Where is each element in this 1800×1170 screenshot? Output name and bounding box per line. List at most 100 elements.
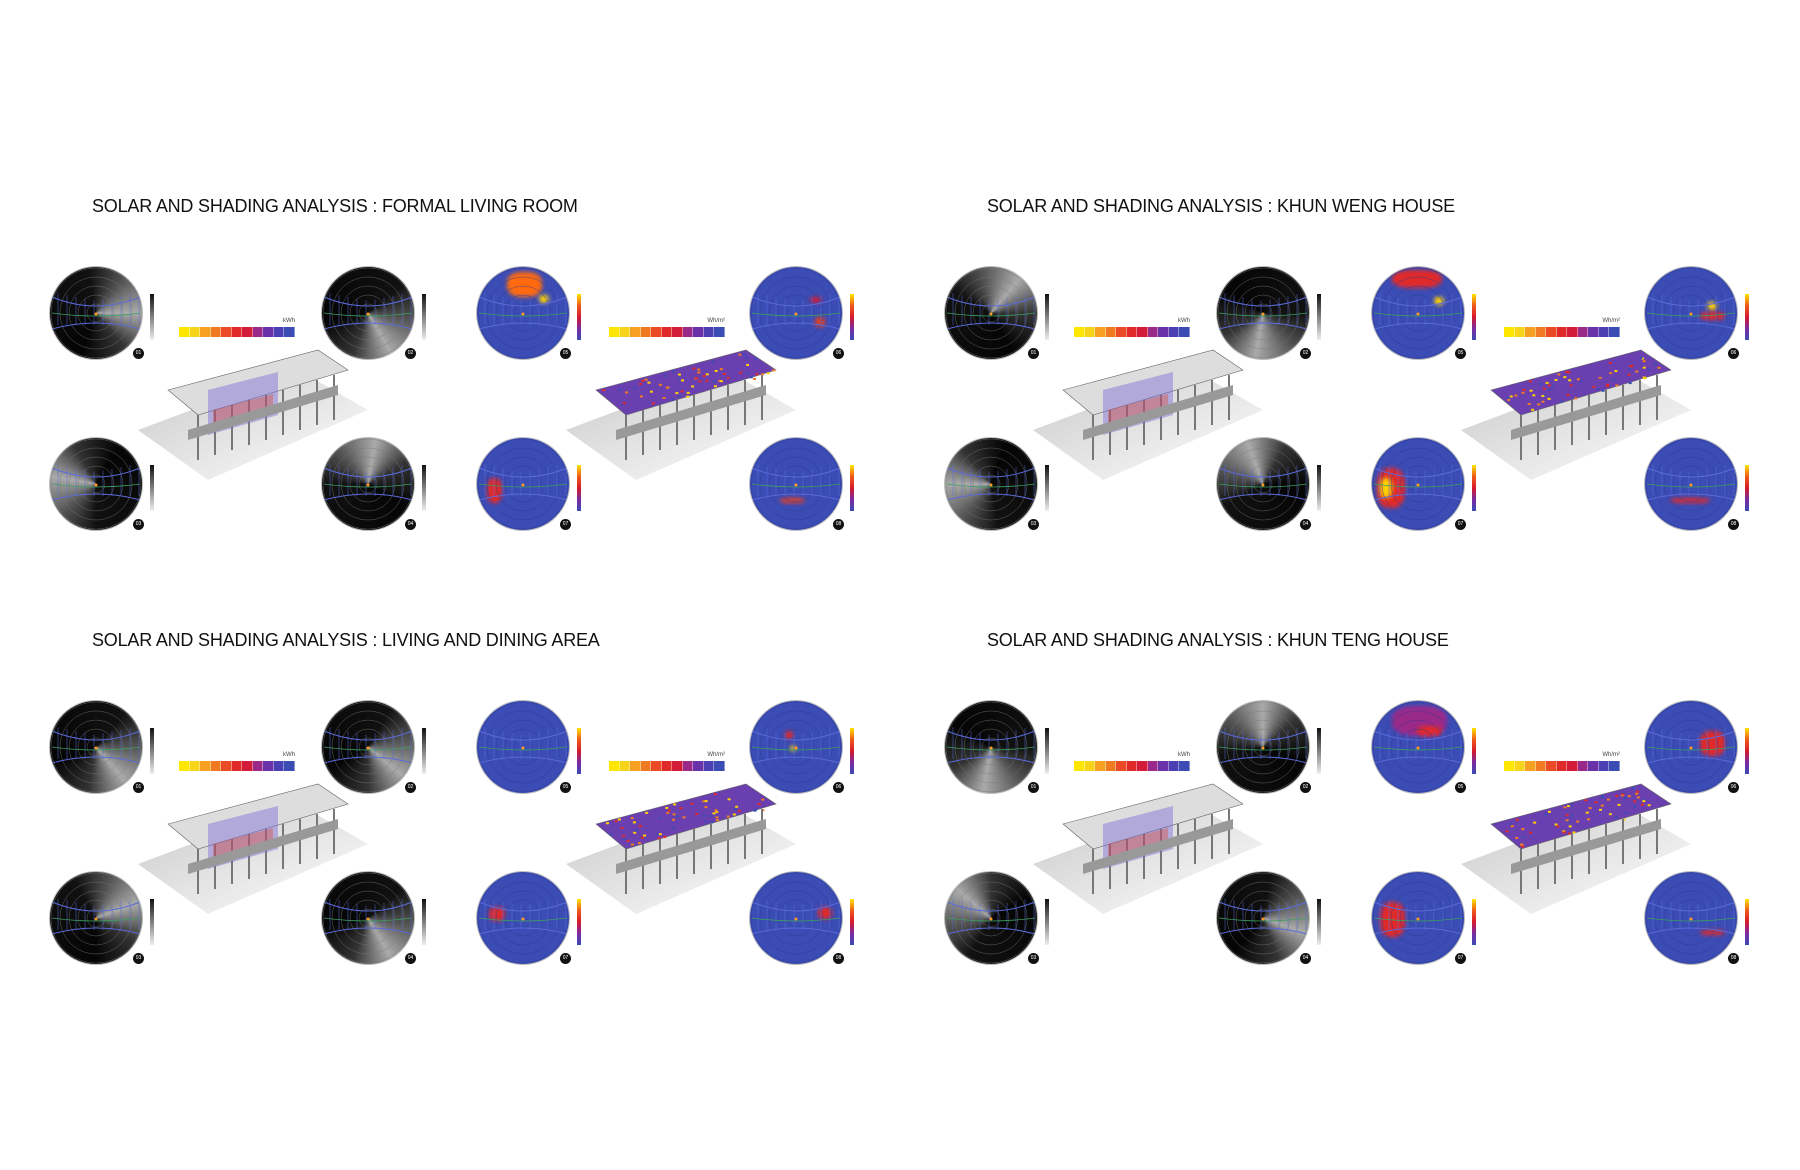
sun-path-grid bbox=[50, 267, 142, 359]
legend-swatch bbox=[630, 761, 641, 771]
legend-swatch bbox=[242, 761, 253, 771]
radiation-sun-path-diagram bbox=[476, 871, 570, 965]
sun-path-grid bbox=[50, 701, 142, 793]
legend-swatch bbox=[190, 327, 201, 337]
color-scale-bar bbox=[850, 728, 854, 774]
legend-swatch bbox=[253, 327, 264, 337]
color-scale-bar bbox=[1317, 899, 1321, 945]
color-scale-bar bbox=[1045, 728, 1049, 774]
view-number-badge: 07 bbox=[560, 519, 571, 530]
color-scale-bar bbox=[1472, 899, 1476, 945]
sun-path-grid bbox=[1217, 872, 1309, 964]
color-legend: Wh/m² bbox=[1504, 327, 1620, 337]
color-scale-bar bbox=[422, 899, 426, 945]
legend-swatch bbox=[693, 761, 704, 771]
legend-swatch bbox=[1609, 761, 1620, 771]
legend-swatch bbox=[232, 761, 243, 771]
color-scale-bar bbox=[577, 899, 581, 945]
legend-swatch bbox=[211, 761, 222, 771]
legend-swatch bbox=[1074, 761, 1085, 771]
view-number-badge: 04 bbox=[405, 953, 416, 964]
color-scale-bar bbox=[150, 728, 154, 774]
sun-path-grid bbox=[1217, 701, 1309, 793]
legend-swatch bbox=[641, 761, 652, 771]
legend-swatch bbox=[284, 327, 295, 337]
legend-swatch bbox=[1536, 327, 1547, 337]
legend-swatch bbox=[200, 327, 211, 337]
color-scale-bar bbox=[422, 294, 426, 340]
sun-path-grid bbox=[477, 438, 569, 530]
color-scale-bar bbox=[850, 899, 854, 945]
legend-swatch bbox=[1525, 327, 1536, 337]
view-number-badge: 06 bbox=[833, 782, 844, 793]
view-number-badge: 08 bbox=[833, 519, 844, 530]
color-scale-bar bbox=[1045, 899, 1049, 945]
color-scale-bar bbox=[1317, 728, 1321, 774]
view-number-badge: 02 bbox=[405, 348, 416, 359]
color-scale-bar bbox=[577, 728, 581, 774]
legend-swatch bbox=[1609, 327, 1620, 337]
radiation-sun-path-diagram bbox=[1644, 266, 1738, 360]
view-number-badge: 05 bbox=[1455, 348, 1466, 359]
color-scale-bar bbox=[422, 728, 426, 774]
radiation-sun-path-diagram bbox=[1371, 871, 1465, 965]
sun-path-grid bbox=[945, 267, 1037, 359]
legend-swatch bbox=[1599, 761, 1610, 771]
analysis-panel: SOLAR AND SHADING ANALYSIS : KHUN TENG H… bbox=[941, 630, 1800, 970]
sun-path-grid bbox=[1217, 267, 1309, 359]
legend-swatch bbox=[1127, 761, 1138, 771]
legend-swatch bbox=[672, 327, 683, 337]
color-scale-bar bbox=[422, 465, 426, 511]
legend-swatch bbox=[1515, 327, 1526, 337]
sun-path-grid bbox=[1217, 438, 1309, 530]
legend-swatch bbox=[1169, 761, 1180, 771]
color-scale-bar bbox=[1472, 294, 1476, 340]
view-number-badge: 01 bbox=[1028, 782, 1039, 793]
color-legend: Wh/m² bbox=[1504, 761, 1620, 771]
legend-swatch bbox=[274, 761, 285, 771]
legend-swatch bbox=[683, 327, 694, 337]
sun-path-grid bbox=[750, 438, 842, 530]
legend-swatch bbox=[1567, 761, 1578, 771]
color-legend: kWh bbox=[179, 327, 295, 337]
view-number-badge: 04 bbox=[405, 519, 416, 530]
sun-path-grid bbox=[1645, 438, 1737, 530]
legend-swatch bbox=[284, 761, 295, 771]
legend-swatch bbox=[662, 761, 673, 771]
view-number-badge: 01 bbox=[1028, 348, 1039, 359]
panel-title: SOLAR AND SHADING ANALYSIS : FORMAL LIVI… bbox=[92, 196, 578, 217]
legend-unit: kWh bbox=[283, 752, 295, 758]
color-scale-bar bbox=[1045, 465, 1049, 511]
legend-unit: kWh bbox=[1178, 752, 1190, 758]
radiation-sun-path-diagram bbox=[1371, 700, 1465, 794]
legend-swatch bbox=[1116, 761, 1127, 771]
sun-path-grid bbox=[1645, 872, 1737, 964]
view-number-badge: 02 bbox=[1300, 782, 1311, 793]
radiation-sun-path-diagram bbox=[1644, 437, 1738, 531]
sun-path-grid bbox=[750, 267, 842, 359]
sun-path-grid bbox=[945, 701, 1037, 793]
legend-swatch bbox=[1106, 761, 1117, 771]
color-legend: kWh bbox=[1074, 761, 1190, 771]
radiation-sun-path-diagram bbox=[1644, 871, 1738, 965]
legend-unit: Wh/m² bbox=[1602, 318, 1620, 324]
sun-path-grid bbox=[1372, 872, 1464, 964]
sun-path-grid bbox=[945, 872, 1037, 964]
shadow-sun-path-diagram bbox=[49, 871, 143, 965]
legend-swatch bbox=[1085, 761, 1096, 771]
view-number-badge: 08 bbox=[833, 953, 844, 964]
radiation-sun-path-diagram bbox=[749, 871, 843, 965]
color-scale-bar bbox=[577, 294, 581, 340]
color-scale-bar bbox=[1745, 294, 1749, 340]
legend-swatch bbox=[1536, 761, 1547, 771]
radiation-sun-path-diagram bbox=[1644, 700, 1738, 794]
legend-swatch bbox=[693, 327, 704, 337]
radiation-sun-path-diagram bbox=[749, 700, 843, 794]
legend-swatch bbox=[609, 327, 620, 337]
legend-swatch bbox=[714, 761, 725, 771]
radiation-sun-path-diagram bbox=[749, 437, 843, 531]
sun-path-grid bbox=[477, 701, 569, 793]
legend-swatch bbox=[704, 761, 715, 771]
view-number-badge: 03 bbox=[133, 953, 144, 964]
sun-path-grid bbox=[1645, 701, 1737, 793]
